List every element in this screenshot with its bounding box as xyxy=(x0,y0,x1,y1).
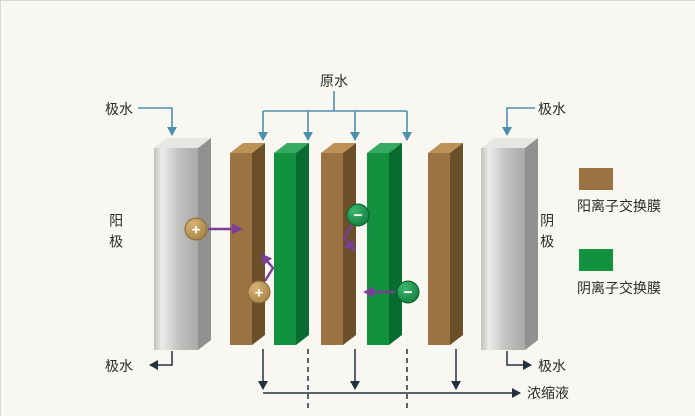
raw-water-label: 原水 xyxy=(320,73,348,89)
polar-water-inlet-right-line xyxy=(502,107,535,136)
anion-ion-1 xyxy=(346,203,370,227)
anion-membrane-1-side xyxy=(296,143,309,345)
cathode-plate-top-face xyxy=(481,138,538,148)
anion-membrane-1-front xyxy=(274,153,296,345)
cation-membrane-1-top xyxy=(230,143,265,153)
cation-membrane-2-front xyxy=(321,153,343,345)
anion-membrane-2-side xyxy=(389,143,402,345)
anode-plate-side-face xyxy=(198,138,211,350)
polar-water-inlets xyxy=(138,107,535,136)
anion-membrane-1 xyxy=(274,143,309,345)
concentrate-label: 浓缩液 xyxy=(527,385,569,401)
legend-anion-swatch xyxy=(579,249,613,271)
concentrate-collection xyxy=(258,349,521,411)
polar-water-label-top-right: 极水 xyxy=(538,101,566,117)
legend-swatches xyxy=(579,168,613,271)
raw-water-feed-lines xyxy=(258,91,412,141)
cation-ion-2-symbol: + xyxy=(255,285,264,302)
cation-membrane-3 xyxy=(428,143,463,345)
polar-water-label-bottom-right: 极水 xyxy=(538,358,566,374)
cathode-plate-side-face xyxy=(525,138,538,350)
anion-ion-2-symbol: − xyxy=(403,285,412,302)
polar-water-label-bottom-left: 极水 xyxy=(105,358,133,374)
cation-membrane-2 xyxy=(321,143,356,345)
anion-membrane-2-top xyxy=(367,143,402,153)
cation-membrane-1-side xyxy=(252,143,265,345)
cathode-plate-front-face xyxy=(481,148,525,350)
anion-ion-1-symbol: − xyxy=(353,208,362,225)
cation-membrane-2-top xyxy=(321,143,356,153)
cation-ion-1 xyxy=(184,217,208,241)
polar-water-inlet-left-line xyxy=(138,107,177,136)
ion-arrows xyxy=(208,223,395,298)
cation-ion-1-symbol: + xyxy=(192,222,201,239)
cation-membrane-3-top xyxy=(428,143,463,153)
legend-anion-label: 阴离子交换膜 xyxy=(577,280,661,296)
polar-water-label-top-left: 极水 xyxy=(105,101,133,117)
anode-plate-top-face xyxy=(154,138,211,148)
anode-plate-front-face xyxy=(154,148,198,350)
anode-plate xyxy=(154,138,211,350)
anion-ion-2 xyxy=(396,280,420,304)
cathode-label: 阴极 xyxy=(539,213,556,255)
anion-blocked-arrow xyxy=(342,224,356,252)
ions: + + − − xyxy=(184,203,420,304)
cation-membrane-3-side xyxy=(450,143,463,345)
cation-membrane-1 xyxy=(230,143,265,345)
legend-cation-swatch xyxy=(579,168,613,190)
polar-water-outlet-left-line xyxy=(149,351,173,370)
polar-water-outlets xyxy=(149,351,532,370)
cathode-plate xyxy=(481,138,538,350)
cation-membrane-1-front xyxy=(230,153,252,345)
polar-water-outlet-right-line xyxy=(506,351,532,370)
cation-ion-2 xyxy=(247,280,271,304)
cation-blocked-arrow xyxy=(260,253,275,282)
legend-cation-label: 阳离子交换膜 xyxy=(577,198,661,214)
anode-label: 阳极 xyxy=(108,213,125,255)
anion-membrane-2 xyxy=(367,143,402,345)
anion-membrane-1-top xyxy=(274,143,309,153)
anion-membrane-2-front xyxy=(367,153,389,345)
cation-membrane-3-front xyxy=(428,153,450,345)
